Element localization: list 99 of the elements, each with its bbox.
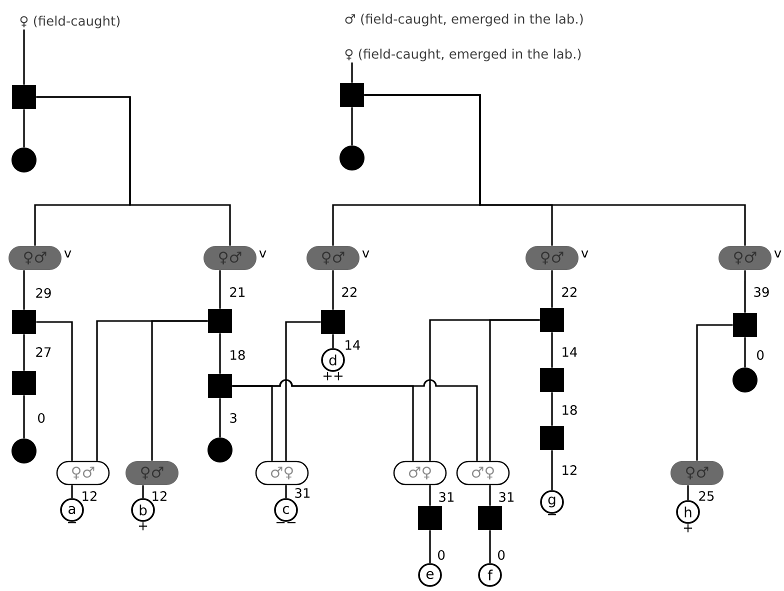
count-label: 14 xyxy=(346,340,360,350)
sex-pill: ♀♂ xyxy=(718,246,772,270)
filled-square xyxy=(208,374,232,398)
pedigree-line xyxy=(71,485,73,498)
side-label: v xyxy=(64,250,72,258)
pedigree-line xyxy=(219,270,221,309)
pedigree-line xyxy=(36,96,231,246)
sex-pill: ♀♂ xyxy=(670,461,724,485)
side-label: v xyxy=(774,250,782,258)
side-label: − xyxy=(68,522,76,524)
filled-circle xyxy=(12,438,36,464)
count-label: 22 xyxy=(562,287,576,297)
filled-circle xyxy=(732,368,758,392)
pedigree-line xyxy=(219,333,221,374)
count-label: 31 xyxy=(499,492,514,502)
pedigree-line xyxy=(429,530,431,564)
filled-circle xyxy=(340,146,364,170)
count-label: 31 xyxy=(439,492,454,502)
filled-square xyxy=(733,313,757,337)
sex-pill: ♀♂ xyxy=(8,246,62,270)
count-label: 27 xyxy=(36,347,51,357)
count-label: 21 xyxy=(230,287,245,297)
pedigree-line xyxy=(351,62,353,83)
filled-circle xyxy=(12,148,36,172)
pedigree-line xyxy=(23,30,25,85)
sex-pill: ♀♂ xyxy=(306,246,360,270)
pedigree-line xyxy=(364,94,746,246)
pedigree-line xyxy=(23,270,25,310)
count-label: 18 xyxy=(562,405,577,415)
count-label: 31 xyxy=(295,488,310,498)
side-label: v xyxy=(259,250,266,258)
side-label: + xyxy=(684,524,692,532)
filled-square xyxy=(321,310,345,334)
pedigree-line xyxy=(744,270,746,313)
count-label: 18 xyxy=(230,350,245,360)
heading-text: ♀ (field-caught) xyxy=(20,16,120,28)
sex-pill: ♀♂ xyxy=(56,460,110,486)
pedigree-line xyxy=(551,392,553,426)
side-label: v xyxy=(362,250,370,258)
count-label: 0 xyxy=(38,413,45,423)
filled-square xyxy=(418,506,442,530)
sex-pill: ♀♂ xyxy=(204,246,256,270)
pedigree-line xyxy=(219,398,221,438)
count-label: 0 xyxy=(498,550,505,560)
pedigree-line xyxy=(696,324,733,461)
pedigree-line xyxy=(36,321,73,461)
count-label: 12 xyxy=(562,465,576,475)
pedigree-line xyxy=(489,319,540,461)
filled-square xyxy=(340,83,364,107)
count-label: 3 xyxy=(230,413,236,423)
filled-square xyxy=(12,310,36,334)
side-label: − xyxy=(548,514,556,516)
sex-pill: ♀♂ xyxy=(526,246,578,270)
pedigree-line xyxy=(332,334,334,348)
pedigree-line xyxy=(142,485,144,498)
pedigree-line xyxy=(23,334,25,371)
pedigree-line xyxy=(285,321,321,461)
count-label: 25 xyxy=(699,491,714,501)
pedigree-line xyxy=(151,320,208,461)
count-label: 22 xyxy=(342,287,356,297)
filled-circle xyxy=(208,438,232,462)
pedigree-line xyxy=(429,485,431,506)
side-label: + xyxy=(138,522,148,530)
pedigree-line xyxy=(551,270,553,308)
pedigree-line xyxy=(351,107,353,146)
count-label: 29 xyxy=(36,288,51,298)
sex-pill: ♂♀ xyxy=(255,460,309,486)
filled-square xyxy=(540,426,564,450)
pedigree-line xyxy=(23,109,25,148)
pedigree-line xyxy=(687,485,689,500)
filled-square xyxy=(208,309,232,333)
filled-square xyxy=(12,371,36,395)
filled-square xyxy=(12,85,36,109)
side-label: v xyxy=(581,250,588,258)
filled-square xyxy=(478,506,502,530)
pedigree-line xyxy=(551,332,553,368)
sex-pill: ♀♂ xyxy=(126,461,178,485)
heading-text: ♀ (field-caught, emerged in the lab.) xyxy=(345,48,581,62)
sex-pill: ♂♀ xyxy=(393,460,447,486)
pedigree-line xyxy=(285,485,287,498)
pedigree-line xyxy=(489,485,491,506)
filled-square xyxy=(540,308,564,332)
count-label: 39 xyxy=(754,287,769,297)
count-label: 12 xyxy=(82,491,96,501)
sex-pill: ♂♀ xyxy=(456,460,510,486)
count-label: 0 xyxy=(757,350,764,360)
count-label: 12 xyxy=(152,491,166,501)
pedigree-line xyxy=(332,270,334,310)
pedigree-line xyxy=(23,395,25,438)
pedigree-line xyxy=(551,450,553,490)
count-label: 0 xyxy=(438,550,445,560)
count-label: 14 xyxy=(562,347,578,357)
side-label: −− xyxy=(276,522,296,524)
filled-square xyxy=(540,368,564,392)
pedigree-line xyxy=(744,337,746,368)
pedigree-line xyxy=(232,379,478,461)
side-label: ++ xyxy=(324,372,343,380)
pedigree-line xyxy=(489,530,491,564)
heading-text: ♂ (field-caught, emerged in the lab.) xyxy=(345,14,583,26)
